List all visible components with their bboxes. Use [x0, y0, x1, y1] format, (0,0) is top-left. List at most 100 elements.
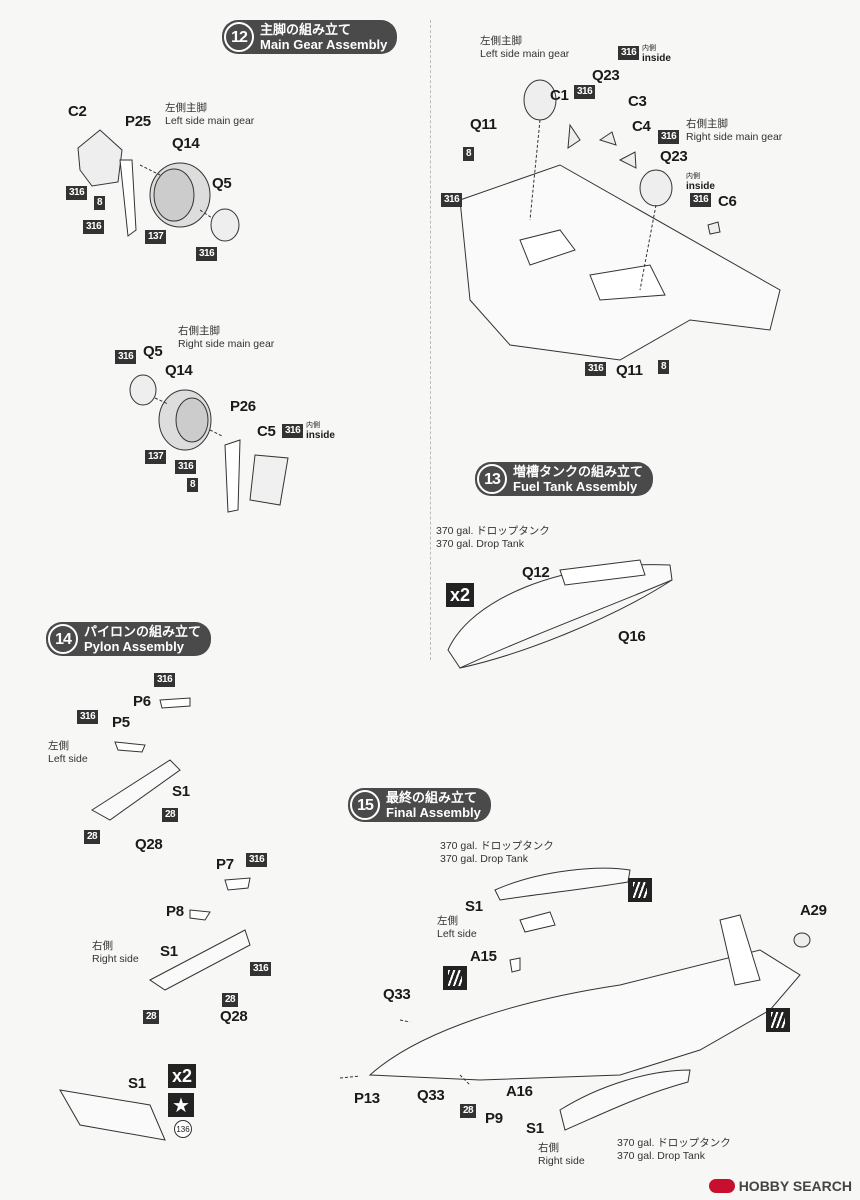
column-divider	[430, 20, 431, 660]
part-label: S1	[172, 783, 190, 800]
paint-code: 316	[585, 362, 607, 376]
paint-code: 316	[83, 220, 105, 234]
step-12-header: 12 主脚の組み立て Main Gear Assembly	[222, 20, 398, 54]
paint-code: 8	[658, 360, 670, 374]
part-label: Q28	[135, 836, 163, 853]
star-icon: ★	[168, 1093, 194, 1117]
step-title-jp: パイロンの組み立て	[84, 624, 202, 639]
step-title-jp: 主脚の組み立て	[260, 22, 352, 37]
part-label: S1	[128, 1075, 146, 1092]
hobby-search-logo-icon	[708, 1179, 735, 1193]
part-label: Q14	[165, 362, 193, 379]
paint-code: 316	[618, 46, 640, 60]
step-title-en: Pylon Assembly	[84, 639, 184, 654]
part-label: A29	[800, 902, 827, 919]
step-number: 15	[350, 790, 380, 820]
step-15-header: 15 最終の組み立て Final Assembly	[348, 788, 491, 822]
paint-code: 316	[690, 193, 712, 207]
part-label: S1	[526, 1120, 544, 1137]
watermark: HOBBY SEARCH	[708, 1178, 852, 1194]
part-label: Q11	[616, 362, 643, 379]
part-label: A16	[506, 1083, 533, 1100]
part-label: C1	[550, 87, 569, 104]
part-label: S1	[465, 898, 483, 915]
part-label: P9	[485, 1110, 503, 1127]
decal-icon	[443, 966, 467, 990]
step-title-jp: 増槽タンクの組み立て	[513, 464, 644, 479]
paint-code: 137	[145, 450, 167, 464]
paint-code: 316	[250, 962, 272, 976]
part-label: P6	[133, 693, 151, 710]
part-label: C5	[257, 423, 276, 440]
decal-icon	[766, 1008, 790, 1032]
paint-code: 28	[222, 993, 239, 1007]
part-label: P25	[125, 113, 151, 130]
paint-code: 28	[143, 1010, 160, 1024]
step-number: 13	[477, 464, 507, 494]
step-title-en: Main Gear Assembly	[260, 37, 388, 52]
step-number: 12	[224, 22, 254, 52]
part-label: P7	[216, 856, 234, 873]
step-title-en: Fuel Tank Assembly	[513, 479, 638, 494]
paint-code: 316	[196, 247, 218, 261]
step-number: 14	[48, 624, 78, 654]
part-label: Q5	[212, 175, 232, 192]
decal-icon	[628, 878, 652, 902]
paint-code: 316	[115, 350, 137, 364]
part-label: A15	[470, 948, 497, 965]
step-title-jp: 最終の組み立て	[386, 790, 478, 805]
paint-code: 8	[94, 196, 106, 210]
quantity-x2-badge: x2	[168, 1064, 197, 1088]
part-label: Q33	[417, 1087, 445, 1104]
part-label: C2	[68, 103, 87, 120]
step-14-header: 14 パイロンの組み立て Pylon Assembly	[46, 622, 212, 656]
paint-code: 316	[77, 710, 99, 724]
part-label: P8	[166, 903, 184, 920]
part-label: Q28	[220, 1008, 248, 1025]
part-label: Q23	[592, 67, 620, 84]
paint-code-circle: 136	[174, 1120, 192, 1138]
part-label: Q12	[522, 564, 550, 581]
part-label: S1	[160, 943, 178, 960]
paint-code: 316	[175, 460, 197, 474]
paint-code: 8	[187, 478, 199, 492]
part-label: P26	[230, 398, 256, 415]
paint-code: 137	[145, 230, 167, 244]
part-label: C4	[632, 118, 651, 135]
part-label: C3	[628, 93, 647, 110]
part-label: Q23	[660, 148, 688, 165]
part-label: Q33	[383, 986, 411, 1003]
part-label: C6	[718, 193, 737, 210]
part-label: Q11	[470, 116, 497, 133]
part-label: P5	[112, 714, 130, 731]
paint-code: 8	[463, 147, 475, 161]
paint-code: 316	[66, 186, 88, 200]
paint-code: 316	[246, 853, 268, 867]
paint-code: 316	[658, 130, 680, 144]
paint-code: 28	[460, 1104, 477, 1118]
part-label: Q5	[143, 343, 163, 360]
part-label: Q16	[618, 628, 646, 645]
paint-code: 316	[441, 193, 463, 207]
paint-code: 316	[574, 85, 596, 99]
step-title-en: Final Assembly	[386, 805, 481, 820]
part-label: Q14	[172, 135, 200, 152]
paint-code: 316	[154, 673, 176, 687]
quantity-x2-badge: x2	[446, 583, 475, 607]
